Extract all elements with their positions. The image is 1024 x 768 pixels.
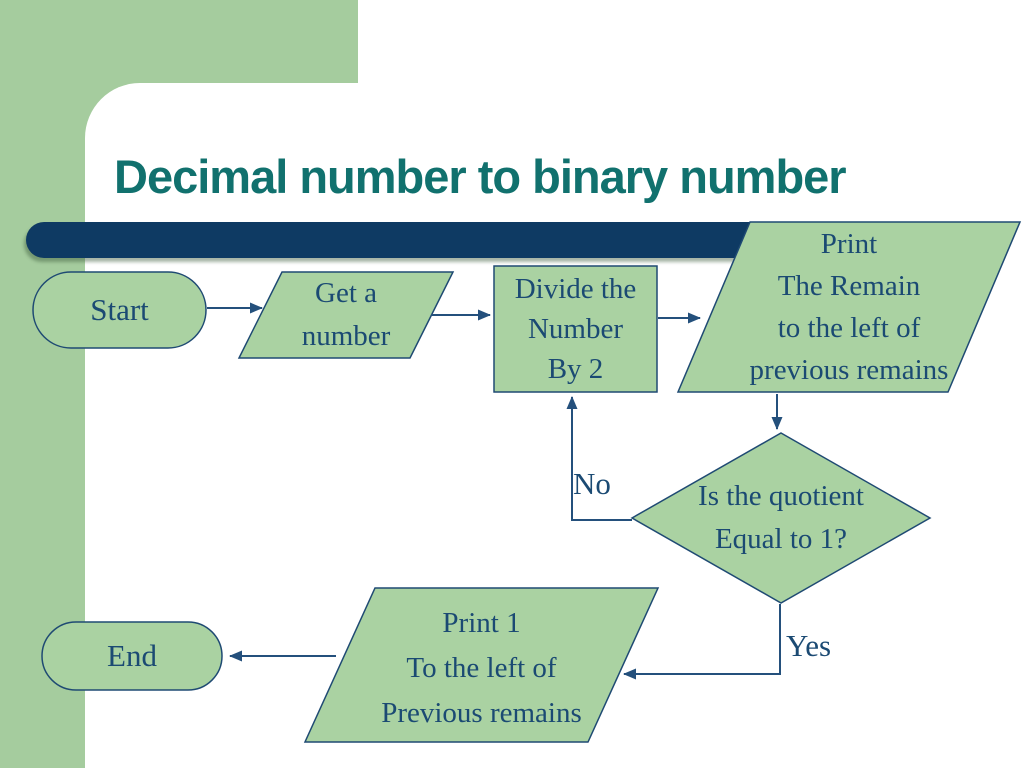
slide-title: Decimal number to binary number [114, 150, 847, 203]
accent-bar [26, 222, 766, 258]
print-one-parallelogram-shape [303, 587, 660, 743]
decision-diamond-shape [630, 432, 932, 604]
get-number-parallelogram-shape [237, 271, 455, 359]
divide-process-shape [493, 265, 658, 393]
end-terminator-shape [41, 621, 223, 691]
print-remain-parallelogram-shape [676, 221, 1022, 393]
edge-decision-no-to-divide-arrow [566, 396, 632, 521]
start-terminator-shape [32, 271, 207, 349]
edge-decision-yes-to-printone-arrow [623, 604, 781, 680]
